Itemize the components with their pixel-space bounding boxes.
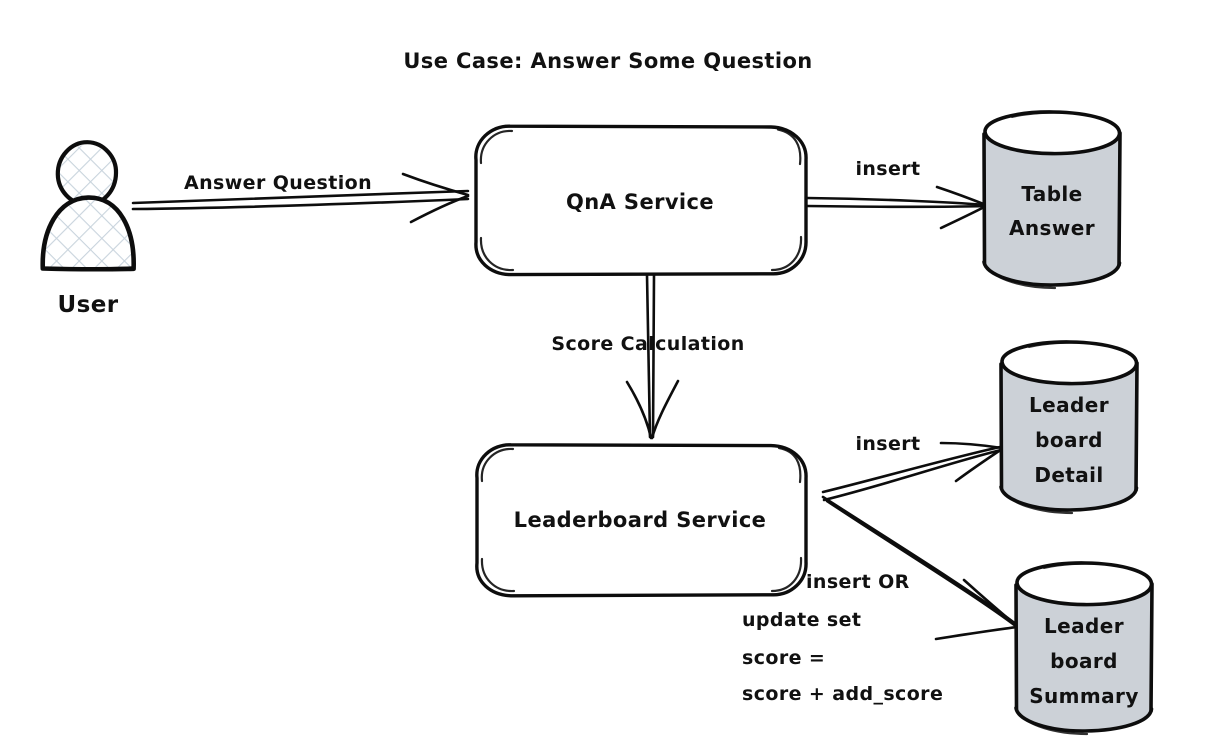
datastore-leaderboard-summary-line-2: board [1050, 649, 1118, 673]
edge-label-answer-question: Answer Question [184, 172, 372, 194]
edge-leaderboard-to-summary[interactable]: insert OR update set score = score + add… [742, 495, 1020, 705]
actor-user[interactable]: User [40, 140, 136, 318]
edge-label-summary-line-3: score = [742, 647, 825, 669]
edge-label-score-calculation: Score Calculation [551, 333, 744, 355]
datastore-leaderboard-detail-line-1: Leader [1029, 393, 1109, 417]
node-leaderboard-service-label: Leaderboard Service [514, 508, 767, 532]
edge-label-summary-line-2: update set [742, 609, 861, 631]
datastore-leaderboard-detail-line-2: board [1035, 428, 1103, 452]
edge-label-summary-line-1: insert OR [806, 571, 910, 593]
edge-user-to-qna[interactable]: Answer Question [131, 172, 470, 224]
datastore-leaderboard-summary-line-1: Leader [1044, 614, 1124, 638]
node-qna-service-label: QnA Service [566, 190, 714, 214]
datastore-leaderboard-summary-line-3: Summary [1029, 684, 1139, 708]
datastore-table-answer-line-1: Table [1021, 182, 1082, 206]
datastore-table-answer-line-2: Answer [1009, 216, 1095, 240]
edge-label-insert-detail: insert [855, 433, 920, 455]
edge-label-summary-line-4: score + add_score [742, 683, 943, 705]
node-leaderboard-service[interactable]: Leaderboard Service [475, 443, 808, 598]
edge-leaderboard-to-detail[interactable]: insert [821, 433, 1004, 502]
edge-qna-to-leaderboard-service[interactable]: Score Calculation [551, 273, 744, 440]
actor-user-label: User [58, 292, 119, 318]
datastore-leaderboard-summary[interactable]: Leader board Summary [1014, 561, 1154, 736]
datastore-table-answer[interactable]: Table Answer [982, 110, 1122, 290]
edge-label-insert-answer: insert [855, 158, 920, 180]
page-title: Use Case: Answer Some Question [403, 49, 812, 73]
datastore-leaderboard-detail[interactable]: Leader board Detail [999, 340, 1139, 515]
edge-qna-to-table-answer[interactable]: insert [805, 158, 988, 230]
datastore-leaderboard-detail-line-3: Detail [1034, 463, 1103, 487]
node-qna-service[interactable]: QnA Service [474, 124, 808, 277]
